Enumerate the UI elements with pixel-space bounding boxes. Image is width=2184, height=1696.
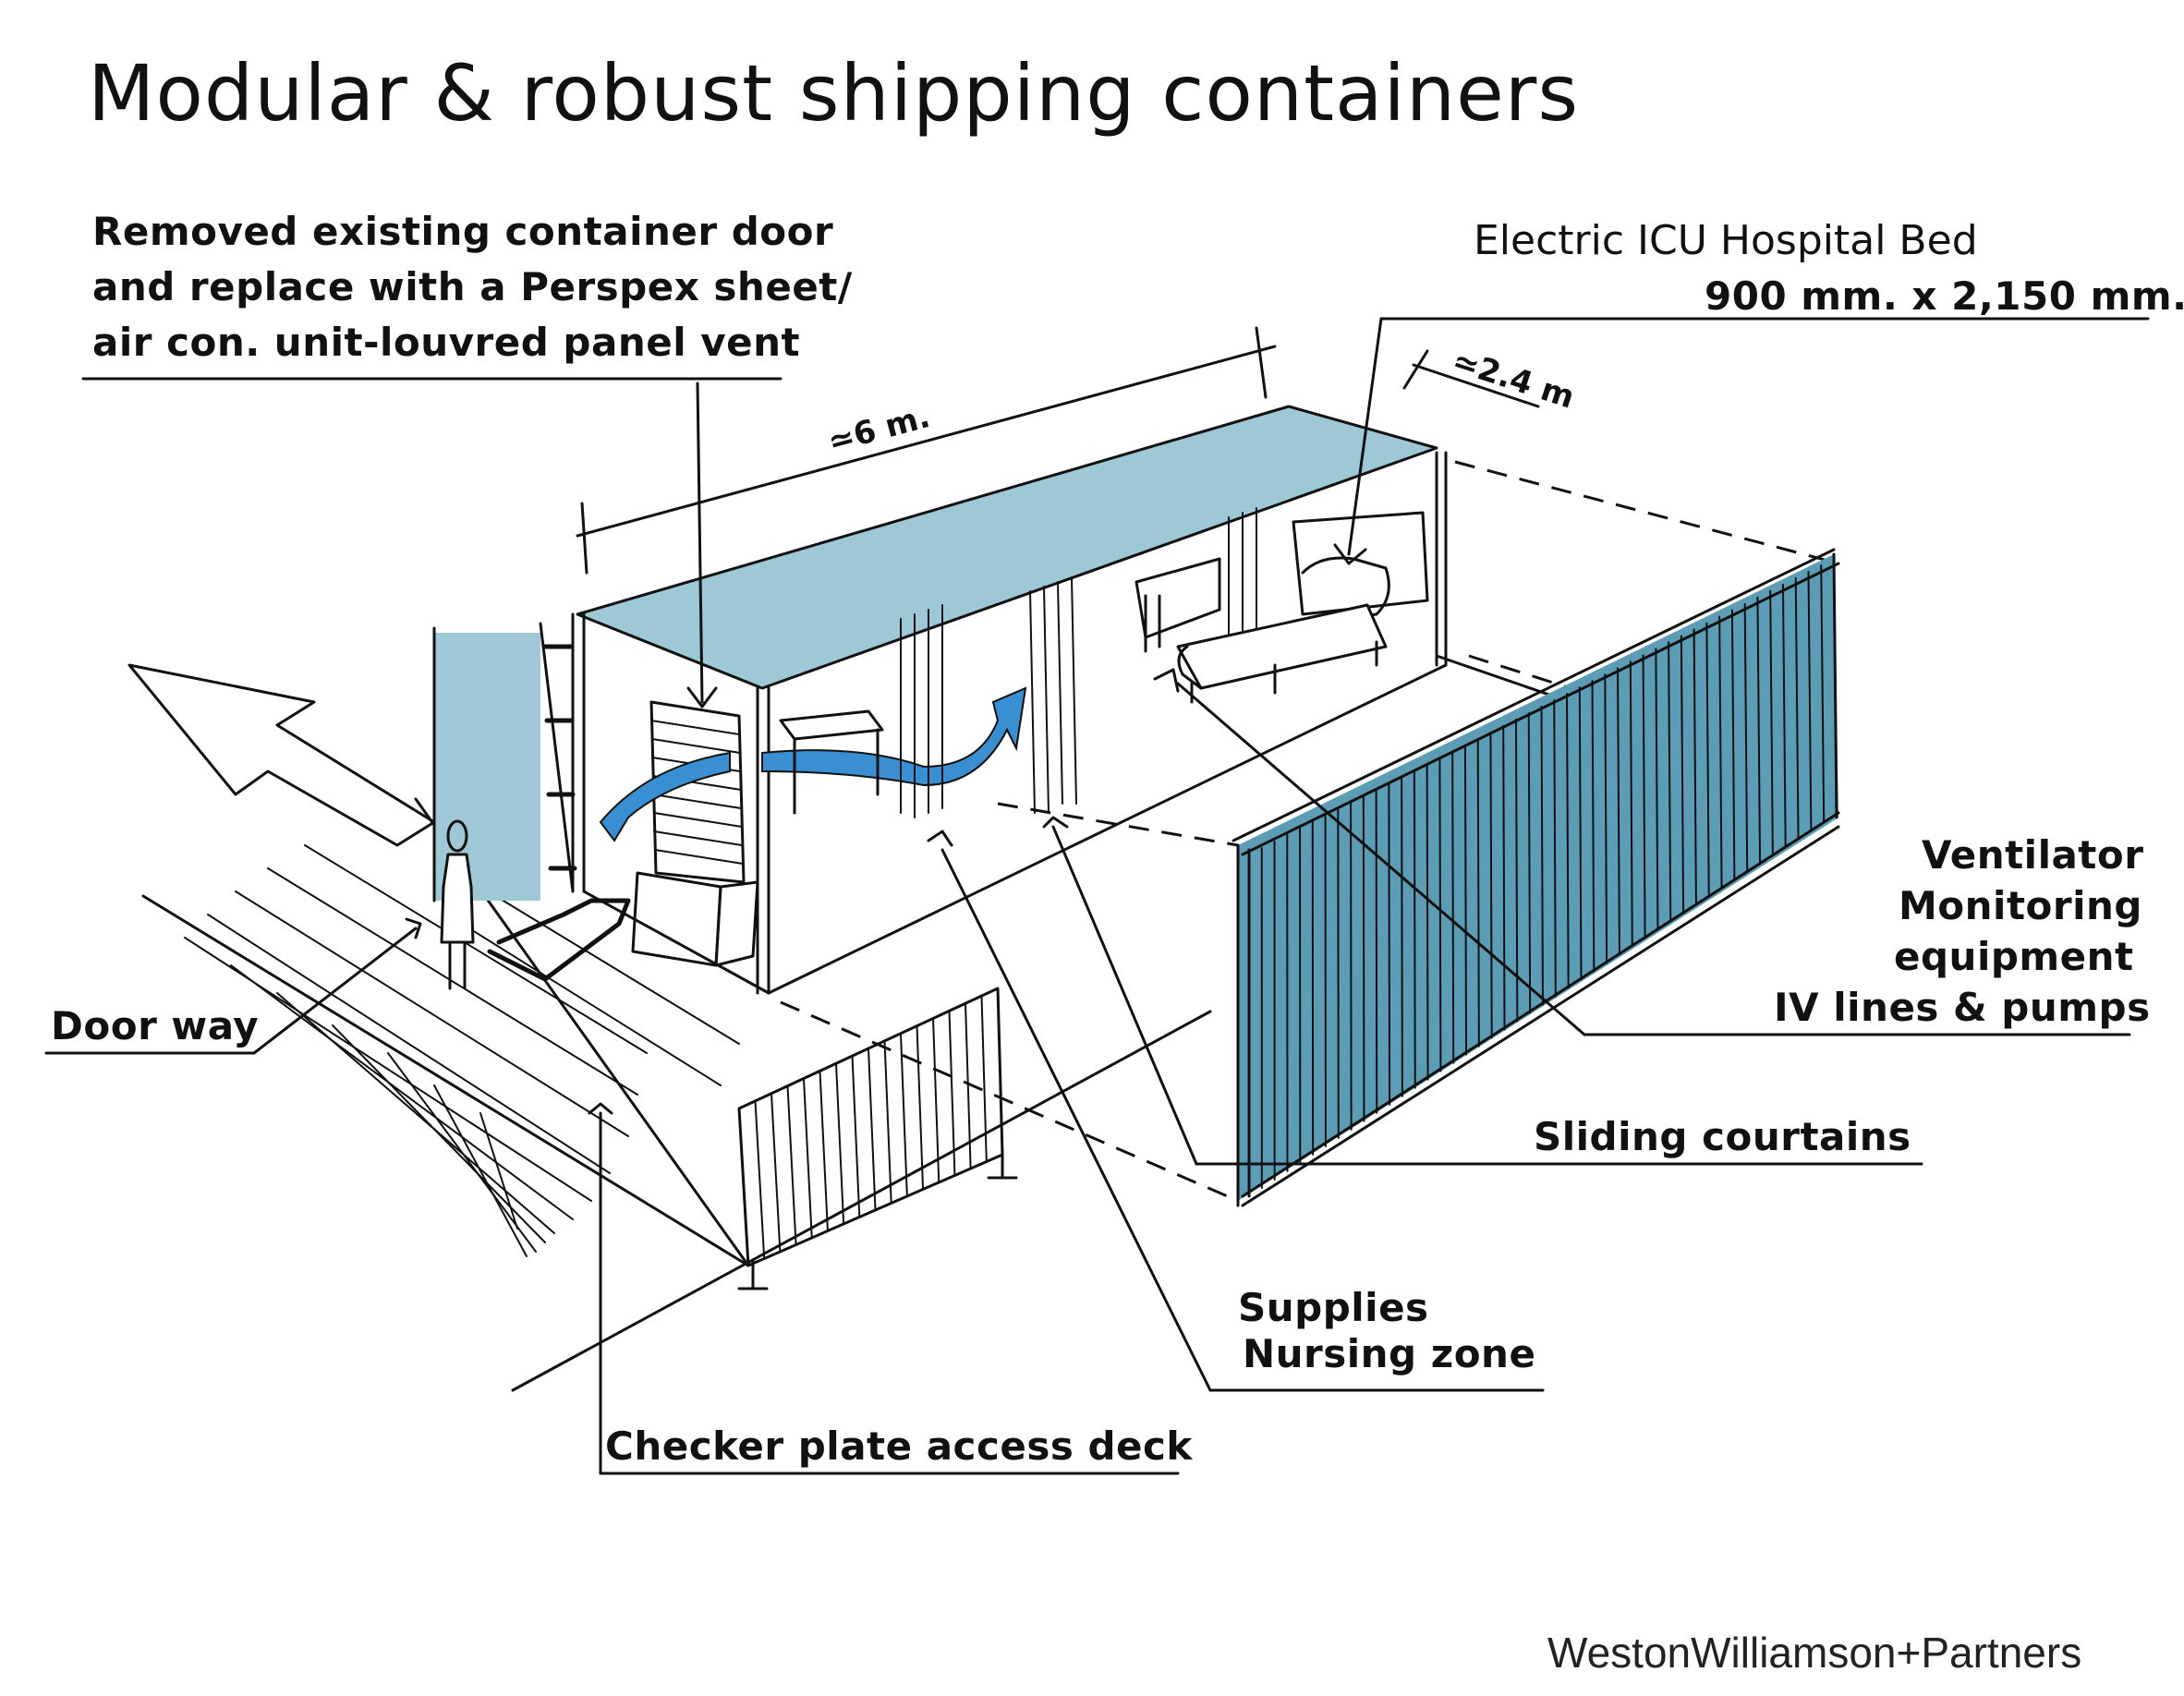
railing-bar (980, 995, 988, 1163)
wall-rib (1463, 744, 1468, 1056)
railing-bar (786, 1084, 797, 1246)
louvred-vent-panel (631, 700, 759, 967)
wall-rib (1578, 686, 1583, 981)
svg-text:Electric ICU Hospital Bed: Electric ICU Hospital Bed (1474, 217, 1978, 264)
wall-rib (1769, 589, 1774, 856)
door-hinges (542, 644, 577, 871)
wall-rib (1730, 609, 1736, 881)
railing-bar (868, 1048, 877, 1211)
wall-rib (1781, 583, 1787, 848)
wall-rib (1362, 795, 1365, 1122)
annotation-doorway: Door way (44, 917, 422, 1055)
wall-rib (1743, 602, 1749, 873)
wall-rib (1514, 718, 1519, 1023)
cabinet (1134, 557, 1221, 653)
wall-rib (1413, 769, 1416, 1089)
corrugated-ribs (1260, 563, 1826, 1189)
railing-bar (900, 1032, 908, 1197)
wall-rib (1617, 667, 1620, 956)
annotation-icu-bed: Electric ICU Hospital Bed 900 mm. x 2,15… (1333, 217, 2184, 565)
width-dimension (1402, 349, 1540, 408)
wall-rib (1718, 615, 1723, 890)
railing-bar (948, 1010, 956, 1177)
wall-rib (1629, 660, 1633, 948)
wall-rib (1540, 706, 1544, 1006)
svg-text:IV lines & pumps: IV lines & pumps (1774, 985, 2151, 1030)
airflow-arrow-right (761, 686, 1027, 787)
wall-rib (1426, 763, 1429, 1081)
wall-rib (1350, 802, 1353, 1131)
wall-rib (1668, 641, 1672, 923)
entry-arrow (487, 898, 631, 982)
diagram-title: Modular & robust shipping containers (88, 48, 1579, 139)
annotation-curtains: Sliding courtains (1042, 816, 1923, 1166)
length-dimension (576, 326, 1277, 575)
annotation-supplies: Supplies Nursing zone (927, 830, 1545, 1392)
container-frame (571, 451, 1572, 995)
wall-rib (1693, 628, 1697, 906)
svg-text:and replace with a Perspex sh: and replace with a Perspex sheet/ (92, 264, 853, 309)
wall-rib (1502, 724, 1506, 1031)
access-deck (141, 793, 1212, 1392)
railing-bar (803, 1077, 813, 1239)
wall-rib (1451, 750, 1455, 1064)
person-figure (440, 819, 475, 990)
brand-credit: WestonWilliamson+Partners (1547, 1629, 2081, 1677)
wall-rib (1642, 654, 1646, 939)
annotation-deck: Checker plate access deck (588, 1102, 1193, 1475)
railing-bar (770, 1092, 782, 1253)
adjacent-container-outline (780, 460, 1839, 1203)
wall-rib (1680, 635, 1685, 915)
airflow-outline-arrow (127, 663, 436, 847)
container-roof (577, 406, 1437, 688)
railing-bar (819, 1070, 829, 1232)
railing-bar (932, 1017, 940, 1183)
wall-rib (1820, 563, 1826, 823)
wall-rib (1553, 699, 1557, 998)
wall-rib (1489, 731, 1493, 1039)
railing-bar (851, 1055, 861, 1218)
wall-rib (1705, 622, 1710, 898)
wall-rib (1655, 648, 1659, 931)
wall-rib (1756, 596, 1762, 865)
annotation-door-replacement: Removed existing container door and repl… (81, 209, 853, 709)
svg-text:900 mm. x 2,150 mm.: 900 mm. x 2,150 mm. (1705, 273, 2184, 319)
svg-text:Supplies: Supplies (1238, 1285, 1429, 1330)
wall-rib (1591, 680, 1596, 973)
railing-bar (916, 1024, 925, 1191)
wall-rib (1604, 673, 1608, 964)
annotation-ventilator: Ventilator Monitoring equipment IV lines… (1153, 668, 2151, 1036)
svg-text:Checker plate access deck: Checker plate access deck (605, 1423, 1193, 1469)
svg-text:Ventilator: Ventilator (1922, 832, 2143, 878)
wall-rib (1527, 711, 1532, 1014)
wall-rib (1566, 693, 1570, 989)
railing-bar (883, 1039, 892, 1205)
length-label: ≃6 m. (824, 398, 934, 461)
airflow-arrow-left (599, 751, 731, 842)
wall-rib (1807, 570, 1813, 831)
wall-rib (1401, 776, 1403, 1097)
corrugated-wall-frame (1232, 548, 1840, 1207)
wall-rib (1476, 737, 1480, 1048)
svg-text:Door way: Door way (51, 1003, 259, 1048)
wall-rib (1438, 757, 1442, 1072)
nursing-table (779, 709, 884, 815)
railing-bar (965, 1002, 972, 1169)
railing-bar (835, 1062, 845, 1225)
hospital-bed (1176, 511, 1429, 704)
svg-text:Sliding courtains: Sliding courtains (1534, 1114, 1911, 1159)
corrugated-wall (1238, 554, 1838, 1201)
svg-text:Removed existing container doo: Removed existing container door (92, 209, 833, 254)
svg-text:Nursing zone: Nursing zone (1243, 1331, 1535, 1376)
svg-text:equipment: equipment (1894, 934, 2134, 979)
width-label: ≃2.4 m (1448, 343, 1579, 417)
railing-bar (754, 1099, 766, 1260)
svg-text:Monitoring: Monitoring (1899, 883, 2142, 928)
sliding-curtains (900, 507, 1257, 818)
deck-railing (737, 987, 1018, 1290)
svg-text:air con. unit-louvred panel ve: air con. unit-louvred panel vent (92, 320, 800, 365)
wall-rib (1794, 576, 1800, 840)
